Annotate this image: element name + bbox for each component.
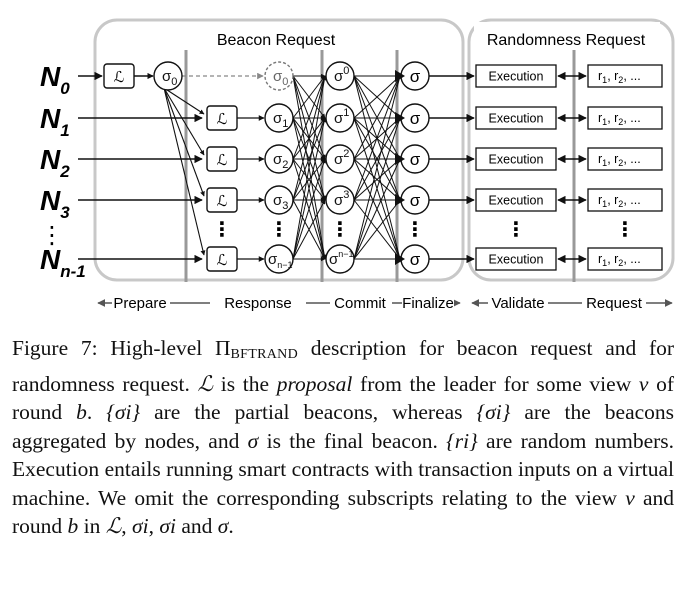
random-label-2: r1, r2, ...	[598, 152, 641, 168]
leader-partial-beacon-label: σ0	[162, 68, 177, 88]
phase-label-commit: Commit	[334, 295, 386, 312]
pi-subscript: BFTRAND	[230, 347, 298, 362]
random-box-2	[587, 147, 663, 171]
proposal-box-2	[206, 146, 238, 172]
partial-beacon-copy-0-label: σ0	[273, 68, 288, 88]
node-label-5: Nn-1	[40, 244, 86, 281]
final-beacon-label-0: σ	[410, 67, 421, 86]
partial-beacon-1	[264, 103, 294, 133]
random-box-1	[587, 106, 663, 130]
figure-caption: Figure 7: High-level ΠBFTRAND descriptio…	[12, 336, 675, 538]
beacon-request-panel	[93, 18, 465, 282]
execution-label-3: Execution	[489, 194, 544, 208]
partial-beacon-n-1-label: σn−1	[268, 251, 293, 270]
leader-proposal-box-label: ℒ	[114, 69, 125, 86]
column-ellipsis-0: ⋮	[212, 219, 232, 241]
leader-proposal-box	[103, 63, 135, 89]
execution-box-2	[475, 147, 557, 171]
leader-partial-beacon	[153, 61, 183, 91]
column-ellipsis-1: ⋮	[269, 219, 289, 241]
node-label-2: N2	[40, 144, 70, 181]
aggregated-beacon-2	[325, 144, 355, 174]
execution-box-3	[475, 188, 557, 212]
random-box-0	[587, 64, 663, 88]
aggregated-beacon-3	[325, 185, 355, 215]
random-box-5	[587, 247, 663, 271]
final-beacon-label-1: σ	[410, 109, 421, 128]
random-label-1: r1, r2, ...	[598, 111, 641, 127]
execution-label-2: Execution	[489, 153, 544, 167]
partial-beacon-2	[264, 144, 294, 174]
protocol-diagram: Beacon Request Randomness Request N0N1N2…	[40, 18, 675, 312]
proposal-box-1	[206, 105, 238, 131]
phase-label-request: Request	[586, 295, 643, 312]
aggregated-beacon-1	[325, 103, 355, 133]
proposal-box-3-label: ℒ	[217, 193, 228, 210]
aggregated-beacon-1-label: σ1	[334, 107, 349, 127]
phase-label-finalize: Finalize	[402, 295, 454, 312]
node-label-1: N1	[40, 103, 70, 140]
pi-symbol: Π	[215, 336, 231, 360]
proposal-box-2-label: ℒ	[217, 152, 228, 169]
execution-label-5: Execution	[489, 253, 544, 267]
node-label-0: N0	[40, 61, 70, 98]
random-label-0: r1, r2, ...	[598, 69, 641, 85]
request-ellipsis-1: ⋮	[615, 219, 635, 241]
aggregated-beacon-n-1	[325, 244, 355, 274]
aggregated-beacon-3-label: σ3	[334, 189, 349, 209]
proposal-box-1-label: ℒ	[217, 111, 228, 128]
phase-label-response: Response	[224, 295, 292, 312]
partial-beacon-2-label: σ2	[273, 151, 288, 171]
execution-label-0: Execution	[489, 70, 544, 84]
partial-beacon-1-label: σ1	[273, 110, 288, 130]
proposal-box-3	[206, 187, 238, 213]
random-box-3	[587, 188, 663, 212]
phase-label-prepare: Prepare	[113, 295, 166, 312]
final-beacon-label-5: σ	[410, 250, 421, 269]
partial-beacon-copy-0	[264, 61, 294, 91]
aggregated-beacon-n-1-label: σn−1	[329, 249, 354, 268]
aggregated-beacon-2-label: σ2	[334, 148, 349, 168]
proposal-box-5-label: ℒ	[217, 252, 228, 269]
random-label-5: r1, r2, ...	[598, 252, 641, 268]
randomness-request-title: Randomness Request	[487, 32, 646, 49]
partial-beacon-3	[264, 185, 294, 215]
aggregated-beacon-0	[325, 61, 355, 91]
node-ellipsis: ⋮	[40, 222, 64, 249]
partial-beacon-3-label: σ3	[273, 192, 288, 212]
execution-box-5	[475, 247, 557, 271]
column-ellipsis-3: ⋮	[405, 219, 425, 241]
final-beacon-label-2: σ	[410, 150, 421, 169]
partial-beacon-n-1	[264, 244, 294, 274]
execution-box-1	[475, 106, 557, 130]
caption-label: Figure 7:	[12, 336, 98, 360]
execution-box-0	[475, 64, 557, 88]
beacon-request-title: Beacon Request	[217, 32, 336, 49]
proposal-box-5	[206, 246, 238, 272]
column-ellipsis-2: ⋮	[330, 219, 350, 241]
random-label-3: r1, r2, ...	[598, 193, 641, 209]
aggregated-beacon-0-label: σ0	[334, 65, 349, 85]
execution-label-1: Execution	[489, 112, 544, 126]
request-ellipsis-0: ⋮	[506, 219, 526, 241]
node-label-3: N3	[40, 185, 70, 222]
final-beacon-label-3: σ	[410, 191, 421, 210]
phase-label-validate: Validate	[491, 295, 544, 312]
randomness-request-panel	[467, 18, 675, 282]
